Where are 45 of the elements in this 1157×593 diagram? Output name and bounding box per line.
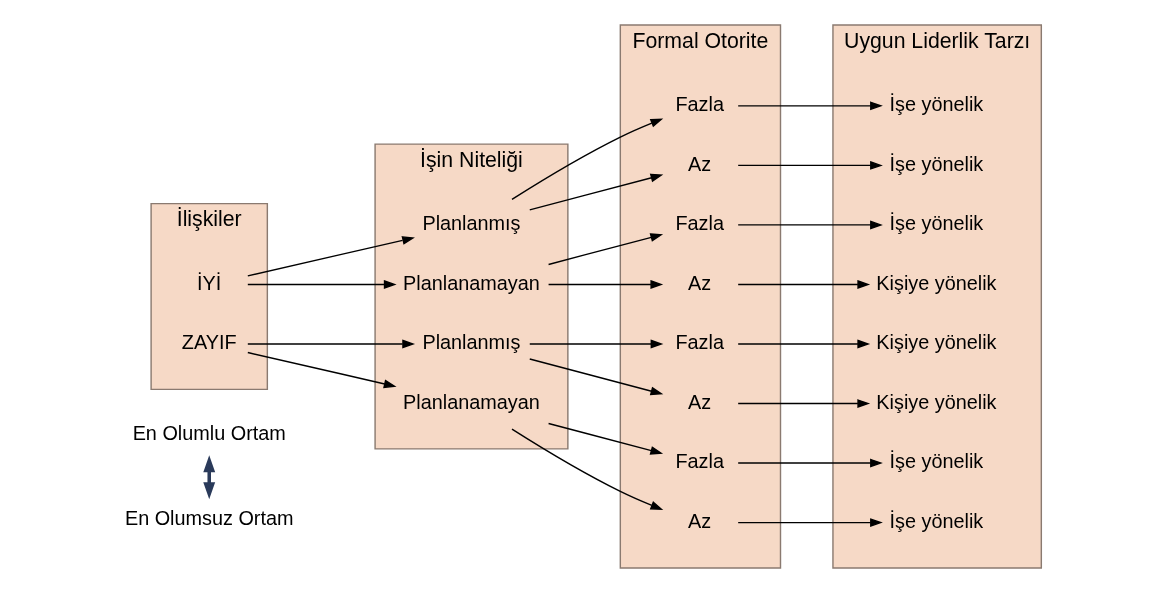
arrow [547, 279, 664, 289]
node-text: Kişiye yönelik [876, 331, 997, 354]
arrow [247, 351, 397, 389]
node-text: İşe yönelik [889, 509, 984, 532]
arrow [737, 399, 871, 408]
node-text: Fazla [675, 450, 724, 473]
arrow [547, 233, 664, 266]
arrow [203, 455, 216, 500]
arrow [529, 173, 664, 211]
node-text: Az [688, 509, 712, 532]
arrow [737, 458, 883, 468]
node-text: İşe yönelik [889, 152, 984, 175]
arrow [737, 220, 883, 230]
node-text: İşe yönelik [889, 93, 984, 116]
arrow [737, 518, 883, 528]
arrow [247, 236, 415, 277]
node-text: Fazla [675, 331, 724, 354]
node-text: ZAYIF [181, 331, 237, 354]
node-text: Planlanmış [422, 331, 521, 354]
arrow [547, 422, 664, 455]
arrow [247, 279, 397, 289]
node-text: İşe yönelik [889, 212, 984, 235]
node-text: İşe yönelik [889, 450, 984, 473]
node-text: Planlanamayan [403, 271, 540, 294]
arrow [737, 101, 883, 111]
node-text: İYİ [197, 271, 222, 294]
node-text: Az [688, 271, 712, 294]
node-text: Kişiye yönelik [876, 390, 997, 413]
arrow [529, 358, 664, 396]
arrow [247, 339, 415, 349]
node-text: Az [688, 390, 712, 413]
arrow [737, 279, 871, 289]
node-text: En Olumsuz Ortam [124, 507, 294, 530]
arrow [737, 339, 871, 349]
node-text: Planlanmış [422, 212, 521, 235]
node-text: Az [688, 152, 712, 175]
arrow [511, 118, 664, 200]
node-text: Fazla [675, 212, 724, 235]
node-text: Fazla [675, 93, 724, 116]
arrow [529, 339, 664, 349]
node-text: En Olumlu Ortam [132, 421, 286, 444]
node-text: Kişiye yönelik [876, 271, 997, 294]
node-text: Planlanamayan [403, 390, 540, 413]
arrow [737, 160, 883, 170]
arrow [511, 428, 664, 510]
